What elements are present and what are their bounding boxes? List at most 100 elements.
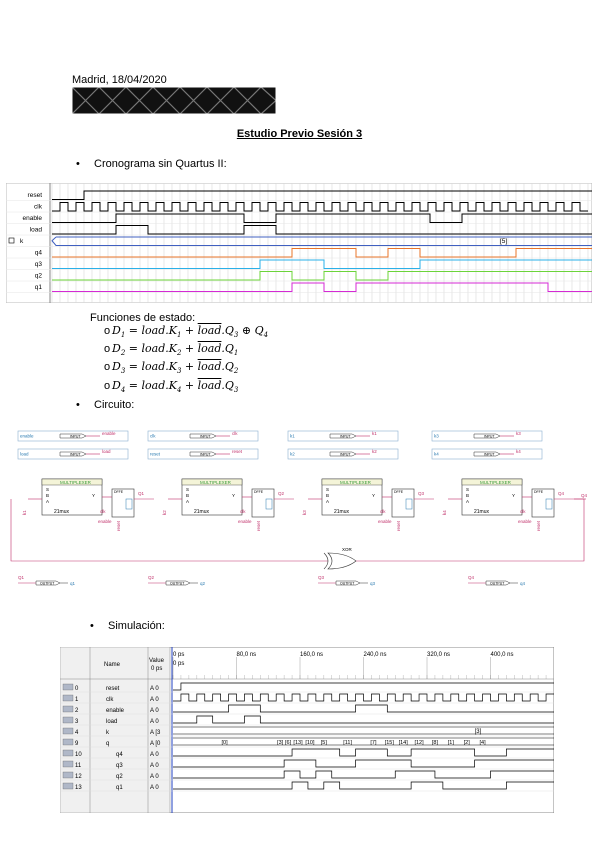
svg-text:clk: clk (232, 431, 238, 436)
svg-text:enable: enable (378, 519, 392, 524)
svg-text:Y: Y (372, 493, 375, 498)
svg-text:k1: k1 (22, 510, 27, 515)
sim-wave-q2 (173, 770, 554, 779)
chrono-label-load: load (30, 226, 43, 233)
circuit-input-k3: k3 (434, 434, 439, 439)
chrono-label-enable: enable (22, 215, 42, 222)
svg-text:reset: reset (396, 520, 401, 531)
sim-header-value-sub: 0 ps (151, 666, 162, 672)
svg-text:k1: k1 (372, 431, 377, 436)
svg-text:k3: k3 (516, 431, 521, 436)
sim-q-value: [10] (305, 740, 315, 746)
chrono-wave-q4 (52, 248, 592, 258)
svg-text:clk: clk (380, 509, 386, 514)
svg-text:B: B (466, 493, 469, 498)
expand-icon[interactable] (8, 237, 15, 244)
sim-wave-q4 (173, 748, 554, 757)
svg-text:OUTPUT: OUTPUT (170, 582, 185, 586)
svg-text:B: B (46, 493, 49, 498)
section-simulacion: •Simulación: (90, 620, 165, 632)
svg-text:Q4: Q4 (581, 493, 588, 498)
sim-row-name-q1: q1 (116, 785, 123, 791)
chrono-label-q4: q4 (35, 249, 43, 256)
svg-text:INPUT: INPUT (484, 453, 495, 457)
svg-text:A: A (46, 499, 49, 504)
svg-text:Y: Y (92, 493, 95, 498)
mux-label: MULTIPLEXER (200, 480, 232, 485)
sim-wave-reset (173, 682, 554, 691)
sim-wave-enable (173, 704, 554, 713)
svg-text:clk: clk (240, 509, 246, 514)
sim-row-index: 9 (75, 741, 79, 747)
sim-row-value: A [3 (150, 730, 161, 736)
sim-time-label: 0 ps (173, 652, 184, 658)
svg-text:INPUT: INPUT (340, 453, 351, 457)
redaction-block (72, 87, 276, 114)
section-circuito-label: Circuito: (94, 399, 135, 411)
svg-text:DFFE: DFFE (394, 490, 404, 494)
mux-label: MULTIPLEXER (340, 480, 372, 485)
circuit-node-label: Q3 (418, 491, 425, 496)
svg-text:INPUT: INPUT (200, 435, 211, 439)
circuit-input-k2: k2 (290, 452, 295, 457)
section-cronograma-label: Cronograma sin Quartus II: (94, 158, 227, 170)
chrono-wave-reset (52, 190, 592, 200)
sim-q-value: [13] (293, 740, 303, 746)
sim-k-bus: [3] (475, 729, 482, 735)
sim-row-value: A [0 (150, 741, 161, 747)
sim-row-name-k: k (106, 730, 110, 736)
svg-text:Q3: Q3 (318, 575, 325, 580)
sim-row-name-q4: q4 (116, 752, 123, 758)
svg-text:OUTPUT: OUTPUT (340, 582, 355, 586)
sim-row-name-q2: q2 (116, 774, 123, 780)
sim-wave-load (173, 715, 554, 724)
circuit-node-label: Q4 (558, 491, 565, 496)
sim-row-value: A 0 (150, 785, 159, 791)
circuit-output-q1: q1 (70, 581, 76, 586)
svg-text:B: B (186, 493, 189, 498)
sim-time-label: 400,0 ns (491, 652, 514, 658)
circuit-output-q3: q3 (370, 581, 376, 586)
svg-text:S: S (46, 487, 49, 492)
chrono-k-value: [5] (500, 238, 507, 245)
svg-text:Q4: Q4 (468, 575, 475, 580)
sim-row-value: A 0 (150, 752, 159, 758)
sim-header-value: Value (149, 658, 165, 664)
svg-text:INPUT: INPUT (340, 435, 351, 439)
sim-row-value: A 0 (150, 763, 159, 769)
sim-row-index: 11 (75, 763, 82, 769)
svg-text:INPUT: INPUT (70, 435, 81, 439)
sim-row-name-load: load (106, 719, 117, 725)
circuit-input-clk: clk (150, 434, 156, 439)
sim-row-index: 13 (75, 785, 82, 791)
svg-text:enable: enable (238, 519, 252, 524)
mux-name: 21mux (194, 509, 210, 515)
document-date: Madrid, 18/04/2020 (72, 74, 167, 86)
sim-q-value: [0] (222, 740, 229, 746)
sim-row-index: 3 (75, 719, 79, 725)
sim-row-name-clk: clk (106, 697, 114, 703)
chrono-wave-q1 (52, 282, 592, 292)
svg-text:DFFE: DFFE (534, 490, 544, 494)
sim-wave-q3 (173, 759, 554, 768)
svg-text:enable: enable (102, 431, 116, 436)
sim-q-value: [7] (370, 740, 377, 746)
sim-q-value: [8] (432, 740, 439, 746)
svg-text:INPUT: INPUT (200, 453, 211, 457)
circuit-node-label: Q1 (138, 491, 145, 496)
chrono-label-q2: q2 (35, 272, 43, 279)
svg-text:B: B (326, 493, 329, 498)
svg-text:OUTPUT: OUTPUT (40, 582, 55, 586)
circuit-input-k1: k1 (290, 434, 295, 439)
svg-text:A: A (466, 499, 469, 504)
svg-text:INPUT: INPUT (70, 453, 81, 457)
sim-q-value: [5] (321, 740, 328, 746)
chrono-label-k: k (20, 238, 24, 245)
sim-row-index: 12 (75, 774, 82, 780)
page-title: Estudio Previo Sesión 3 (236, 128, 363, 140)
